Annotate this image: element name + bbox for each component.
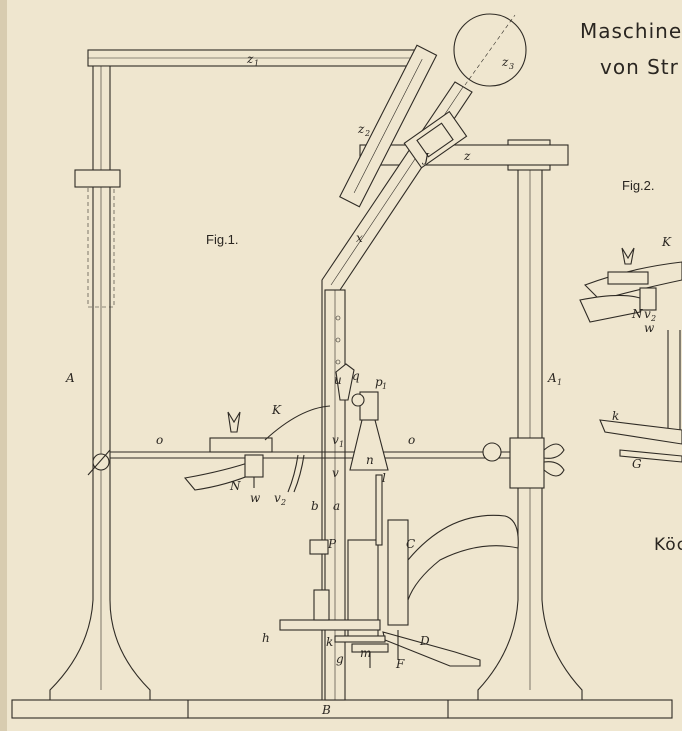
- fig2-label-N: N: [631, 307, 643, 321]
- label-P: P: [327, 537, 337, 551]
- label-m: m: [360, 646, 371, 660]
- plate-title-line1: Maschine: [580, 19, 682, 43]
- label-b: b: [311, 499, 319, 513]
- fig2-label-G: G: [632, 457, 642, 471]
- fig2-label-v2-sub: 2: [650, 314, 656, 323]
- label-z3: z: [501, 55, 509, 69]
- label-C: C: [406, 537, 415, 551]
- label-A1-sub: 1: [557, 378, 562, 387]
- label-g: g: [336, 652, 344, 666]
- label-A: A: [65, 371, 75, 385]
- label-N: N: [229, 479, 241, 493]
- label-z1-sub: 1: [254, 59, 259, 68]
- side-text: Köc: [654, 535, 682, 555]
- label-A1: A: [547, 371, 557, 385]
- label-n: n: [366, 453, 374, 467]
- fig2-label-k: k: [612, 409, 619, 423]
- fig1-label: Fig.1.: [206, 232, 239, 247]
- label-J: J: [421, 151, 430, 165]
- label-o-left: o: [156, 433, 163, 447]
- base-board: [11, 699, 673, 719]
- handle-C: [387, 514, 519, 626]
- holder-K: [183, 405, 331, 491]
- page-edge: [0, 0, 7, 731]
- label-B: B: [321, 703, 331, 717]
- label-p1: p: [375, 375, 383, 389]
- label-v1-sub: 1: [339, 440, 344, 449]
- label-v2-sub: 2: [280, 498, 286, 507]
- label-q: q: [352, 369, 360, 383]
- label-z: z: [463, 149, 471, 163]
- label-v: v: [332, 466, 339, 480]
- label-w: w: [250, 491, 261, 505]
- label-K: K: [271, 403, 282, 417]
- crank-q: [335, 363, 365, 407]
- arm-z2: [339, 44, 438, 208]
- fig2-drawing: [579, 247, 682, 463]
- label-z1: z: [246, 52, 254, 66]
- fig2-label-K: K: [661, 235, 672, 249]
- clamp-J: [403, 110, 468, 169]
- label-F: F: [395, 657, 405, 671]
- label-u: u: [334, 373, 342, 387]
- fig2-label-w: w: [644, 321, 655, 335]
- plate-title-line2: von Str: [600, 55, 679, 79]
- label-a: a: [333, 499, 340, 513]
- label-h: h: [262, 631, 270, 645]
- label-z3-sub: 3: [509, 62, 514, 71]
- lever-v2: [287, 454, 299, 493]
- label-p1-sub: 1: [382, 382, 387, 391]
- foot-assembly: [279, 589, 481, 668]
- label-v1: v: [332, 433, 339, 447]
- label-v2: v: [274, 491, 281, 505]
- left-column-A: [49, 65, 151, 701]
- label-l: l: [382, 471, 386, 485]
- fig2-label-v2: v: [644, 307, 651, 321]
- label-z2-sub: 2: [364, 129, 370, 138]
- label-k: k: [326, 635, 333, 649]
- label-x: x: [356, 231, 363, 245]
- fig2-label: Fig.2.: [622, 178, 655, 193]
- label-D: D: [419, 634, 430, 648]
- label-o-right: o: [408, 433, 415, 447]
- fig1-drawing: [11, 13, 673, 719]
- right-column-A1: [477, 139, 583, 701]
- label-z2: z: [357, 122, 365, 136]
